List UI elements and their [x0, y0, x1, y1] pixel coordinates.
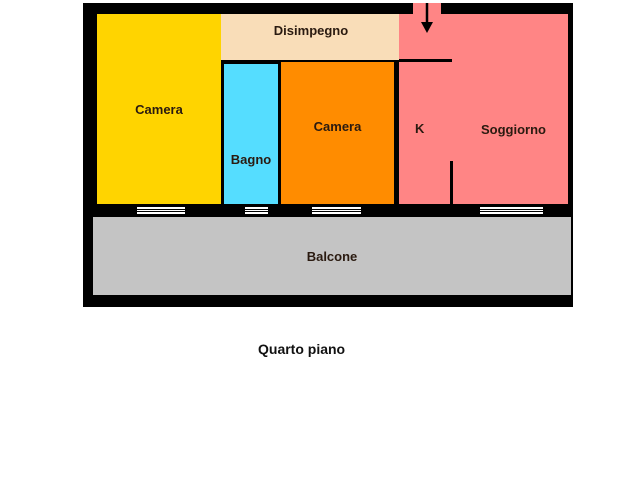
room-disimpegno-link [401, 14, 405, 60]
room-label: Disimpegno [273, 23, 349, 38]
room-label-kitchen: K [415, 121, 425, 136]
room-camera-2: Camera [281, 62, 394, 204]
window [312, 207, 361, 214]
kitchen-partition [399, 59, 452, 62]
room-bagno: Bagno [224, 64, 278, 204]
room-label-soggiorno: Soggiorno [481, 122, 546, 137]
window [480, 207, 543, 214]
room-label: Camera [135, 101, 183, 117]
room-label: Bagno [230, 151, 272, 167]
room-label: Camera [313, 118, 362, 134]
window [137, 207, 185, 214]
room-balcone: Balcone [93, 217, 571, 295]
room-kitchen-soggiorno [399, 14, 568, 204]
window [245, 207, 268, 214]
floor-caption: Quarto piano [258, 341, 346, 357]
room-camera-1: Camera [97, 14, 221, 204]
room-label: Balcone [306, 248, 358, 264]
kitchen-divider [450, 161, 453, 204]
room-disimpegno: Disimpegno [221, 14, 401, 60]
disimpegno-opening [235, 58, 387, 60]
entrance-arrow-icon [421, 3, 433, 33]
